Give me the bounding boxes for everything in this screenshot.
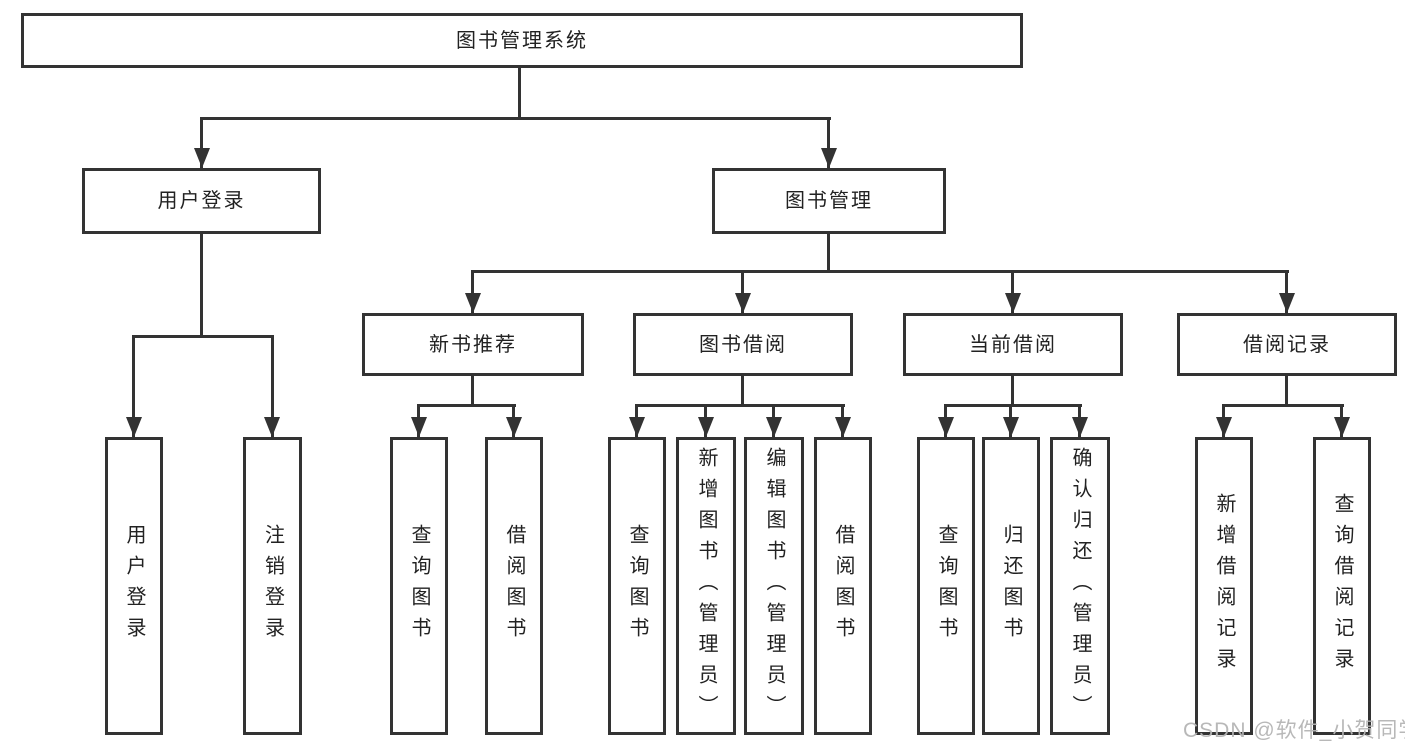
connector-records-rail bbox=[1222, 404, 1344, 407]
arrowhead-icon bbox=[735, 293, 751, 313]
connector-drop-book-mgmt bbox=[827, 117, 830, 168]
watermark: CSDN @软件_小贺同学 bbox=[1183, 719, 1405, 742]
node-book-borrowing: 图书借阅 bbox=[633, 313, 853, 376]
leaf-add-book-admin: 新增图书（管理员） bbox=[676, 437, 736, 735]
connector-root-stem bbox=[518, 68, 521, 117]
leaf-confirm-return-admin-label: 确认归还（管理员） bbox=[1069, 446, 1091, 726]
leaf-borrow-books-recommend-label: 借阅图书 bbox=[503, 524, 525, 648]
leaf-add-borrow-record: 新增借阅记录 bbox=[1195, 437, 1253, 735]
arrowhead-icon bbox=[938, 417, 954, 437]
connector-drop-logout-leaf bbox=[271, 335, 274, 437]
leaf-edit-book-admin: 编辑图书（管理员） bbox=[744, 437, 804, 735]
arrowhead-icon bbox=[698, 417, 714, 437]
connector-current-stem bbox=[1011, 376, 1014, 404]
arrowhead-icon bbox=[465, 293, 481, 313]
leaf-user-login: 用户登录 bbox=[105, 437, 163, 735]
node-book-management-label: 图书管理 bbox=[785, 190, 873, 212]
node-current-borrowing-label: 当前借阅 bbox=[969, 333, 1057, 356]
arrowhead-icon bbox=[821, 148, 837, 168]
leaf-add-book-admin-label: 新增图书（管理员） bbox=[695, 446, 717, 726]
connector-borrow-rail bbox=[635, 404, 845, 407]
node-book-management: 图书管理 bbox=[712, 168, 946, 234]
connector-login-stem bbox=[200, 234, 203, 335]
leaf-user-login-label: 用户登录 bbox=[123, 524, 145, 648]
arrowhead-icon bbox=[194, 148, 210, 168]
leaf-query-books-recommend-label: 查询图书 bbox=[408, 524, 430, 648]
arrowhead-icon bbox=[1072, 417, 1088, 437]
node-user-login: 用户登录 bbox=[82, 168, 321, 234]
node-borrowing-records-label: 借阅记录 bbox=[1243, 333, 1331, 356]
leaf-query-borrow-record: 查询借阅记录 bbox=[1313, 437, 1371, 735]
node-root: 图书管理系统 bbox=[21, 13, 1023, 68]
arrowhead-icon bbox=[1005, 293, 1021, 313]
arrowhead-icon bbox=[835, 417, 851, 437]
connector-l3-rail bbox=[472, 270, 1289, 273]
leaf-query-books-current-label: 查询图书 bbox=[935, 524, 957, 648]
node-root-label: 图书管理系统 bbox=[456, 29, 588, 52]
leaf-query-books-current: 查询图书 bbox=[917, 437, 975, 735]
arrowhead-icon bbox=[1003, 417, 1019, 437]
leaf-query-borrow-record-label: 查询借阅记录 bbox=[1331, 493, 1353, 679]
arrowhead-icon bbox=[766, 417, 782, 437]
connector-current-rail bbox=[944, 404, 1082, 407]
leaf-return-books-label: 归还图书 bbox=[1000, 524, 1022, 648]
node-user-login-label: 用户登录 bbox=[157, 190, 246, 212]
arrowhead-icon bbox=[264, 417, 280, 437]
leaf-borrow-books-label: 借阅图书 bbox=[832, 524, 854, 648]
connector-borrow-stem bbox=[741, 376, 744, 404]
connector-drop-recommend bbox=[471, 270, 474, 313]
connector-mgmt-stem bbox=[827, 234, 830, 270]
node-new-book-recommend-label: 新书推荐 bbox=[429, 333, 517, 356]
connector-l2-rail bbox=[200, 117, 831, 120]
arrowhead-icon bbox=[506, 417, 522, 437]
leaf-edit-book-admin-label: 编辑图书（管理员） bbox=[763, 446, 785, 726]
leaf-query-books-borrow-label: 查询图书 bbox=[626, 524, 648, 648]
connector-drop-user-login bbox=[200, 117, 203, 168]
node-new-book-recommend: 新书推荐 bbox=[362, 313, 584, 376]
connector-login-rail bbox=[132, 335, 274, 338]
leaf-logout-label: 注销登录 bbox=[261, 524, 284, 648]
connector-recommend-rail bbox=[418, 404, 516, 407]
connector-drop-current bbox=[1011, 270, 1014, 313]
arrowhead-icon bbox=[1334, 417, 1350, 437]
connector-records-stem bbox=[1285, 376, 1288, 404]
arrowhead-icon bbox=[411, 417, 427, 437]
connector-recommend-stem bbox=[471, 376, 474, 404]
leaf-logout: 注销登录 bbox=[243, 437, 302, 735]
leaf-query-books-borrow: 查询图书 bbox=[608, 437, 666, 735]
node-current-borrowing: 当前借阅 bbox=[903, 313, 1123, 376]
arrowhead-icon bbox=[126, 417, 142, 437]
arrowhead-icon bbox=[629, 417, 645, 437]
arrowhead-icon bbox=[1216, 417, 1232, 437]
leaf-query-books-recommend: 查询图书 bbox=[390, 437, 448, 735]
connector-drop-borrow bbox=[741, 270, 744, 313]
node-borrowing-records: 借阅记录 bbox=[1177, 313, 1397, 376]
leaf-add-borrow-record-label: 新增借阅记录 bbox=[1213, 493, 1235, 679]
leaf-confirm-return-admin: 确认归还（管理员） bbox=[1050, 437, 1110, 735]
arrowhead-icon bbox=[1279, 293, 1295, 313]
connector-drop-records bbox=[1285, 270, 1288, 313]
leaf-borrow-books-recommend: 借阅图书 bbox=[485, 437, 543, 735]
connector-drop-login-leaf bbox=[132, 335, 135, 437]
leaf-borrow-books: 借阅图书 bbox=[814, 437, 872, 735]
node-book-borrowing-label: 图书借阅 bbox=[699, 333, 787, 356]
leaf-return-books: 归还图书 bbox=[982, 437, 1040, 735]
